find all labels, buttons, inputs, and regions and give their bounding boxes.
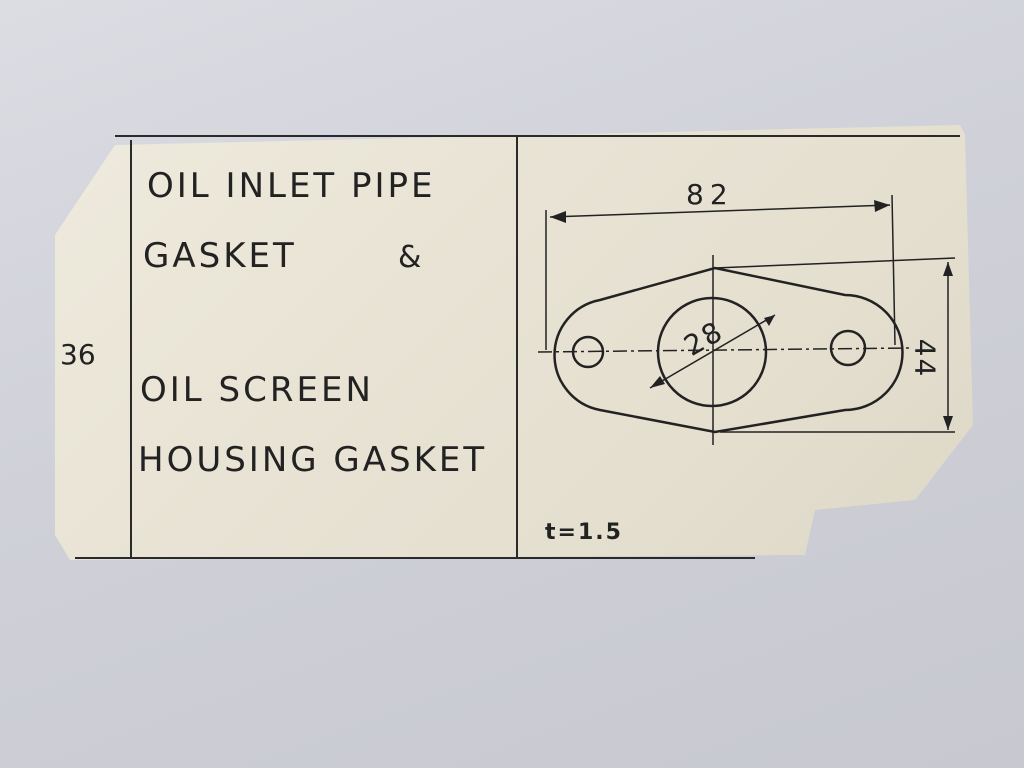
title-line-2: GASKET (143, 236, 297, 276)
title-line-3: OIL SCREEN (140, 370, 374, 410)
title-ampersand: & (398, 240, 425, 275)
thickness-label: t=1.5 (545, 520, 623, 545)
frame-middle-divider (516, 136, 518, 558)
dimension-width: 82 (686, 178, 734, 211)
dimension-height: 44 (908, 338, 942, 379)
title-line-1: OIL INLET PIPE (147, 166, 436, 206)
frame-bottom-line (75, 557, 755, 559)
item-number: 36 (60, 338, 96, 371)
frame-top-line (115, 135, 960, 137)
gasket-outline (553, 266, 904, 434)
title-line-4: HOUSING GASKET (138, 440, 488, 480)
center-hole-icon (656, 296, 768, 408)
frame-left-divider (130, 140, 132, 558)
gasket-label-paper (55, 125, 973, 560)
